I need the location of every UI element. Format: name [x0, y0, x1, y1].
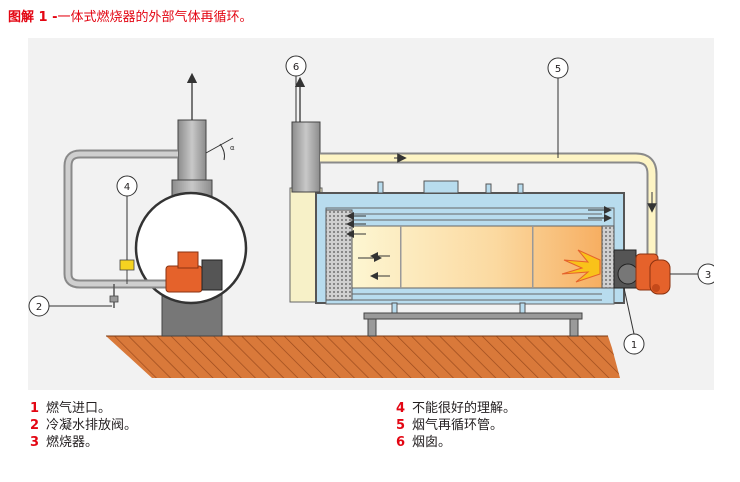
legend-number: 3 [30, 435, 40, 450]
legend-right: 4 不能很好的理解。 5 烟气再循环管。 6 烟囱。 [396, 400, 516, 451]
callout-6-number: 6 [293, 62, 299, 73]
callout-2-number: 2 [36, 302, 42, 313]
legend-text: 烟囱。 [412, 435, 452, 450]
right-chimney [291, 76, 321, 193]
legend-text: 烟气再循环管。 [412, 418, 504, 433]
figure-caption-label: 图解 1 - [8, 10, 58, 25]
legend-item-6: 6 烟囱。 [396, 434, 516, 451]
callout-1: 1 [623, 333, 645, 355]
callout-1-number: 1 [631, 340, 637, 351]
legend-text: 燃气进口。 [46, 401, 112, 416]
legend-number: 4 [396, 401, 406, 416]
figure-caption-text: 一体式燃烧器的外部气体再循环。 [57, 10, 253, 25]
callout-4-number: 4 [124, 182, 130, 193]
ground [106, 335, 620, 378]
legend-item-3: 3 燃烧器。 [30, 434, 137, 451]
svg-text:α: α [230, 144, 235, 152]
legend-text: 燃烧器。 [46, 435, 99, 450]
callout-5: 5 [547, 57, 569, 79]
callout-5-number: 5 [555, 64, 561, 75]
legend-item-1: 1 燃气进口。 [30, 400, 137, 417]
left-burner [165, 251, 223, 293]
burner-flame [561, 249, 601, 283]
flue-gas-recirculation-pipe [320, 152, 658, 260]
gas-inlet-pipe [63, 149, 178, 308]
callout-6: 6 [285, 55, 307, 77]
callout-leaders [49, 76, 698, 335]
legend-number: 2 [30, 418, 40, 433]
callout-4: 4 [116, 175, 138, 197]
legend-item-4: 4 不能很好的理解。 [396, 400, 516, 417]
right-burner [613, 249, 671, 295]
callout-3: 3 [697, 263, 714, 285]
legend-left: 1 燃气进口。 2 冷凝水排放阀。 3 燃烧器。 [30, 400, 137, 451]
legend-text: 冷凝水排放阀。 [46, 418, 138, 433]
legend-text: 不能很好的理解。 [412, 401, 517, 416]
callout-3-number: 3 [705, 270, 711, 281]
legend-number: 6 [396, 435, 406, 450]
legend-number: 1 [30, 401, 40, 416]
left-boiler-end-view: α [134, 72, 248, 337]
legend-number: 5 [396, 418, 406, 433]
legend-item-2: 2 冷凝水排放阀。 [30, 417, 137, 434]
callout-2: 2 [28, 295, 50, 317]
boiler-diagram-svg: α [28, 55, 714, 378]
boiler-diagram: α [28, 38, 714, 390]
right-boiler [289, 180, 625, 337]
legend-item-5: 5 烟气再循环管。 [396, 417, 516, 434]
figure-caption: 图解 1 -一体式燃烧器的外部气体再循环。 [8, 6, 253, 25]
